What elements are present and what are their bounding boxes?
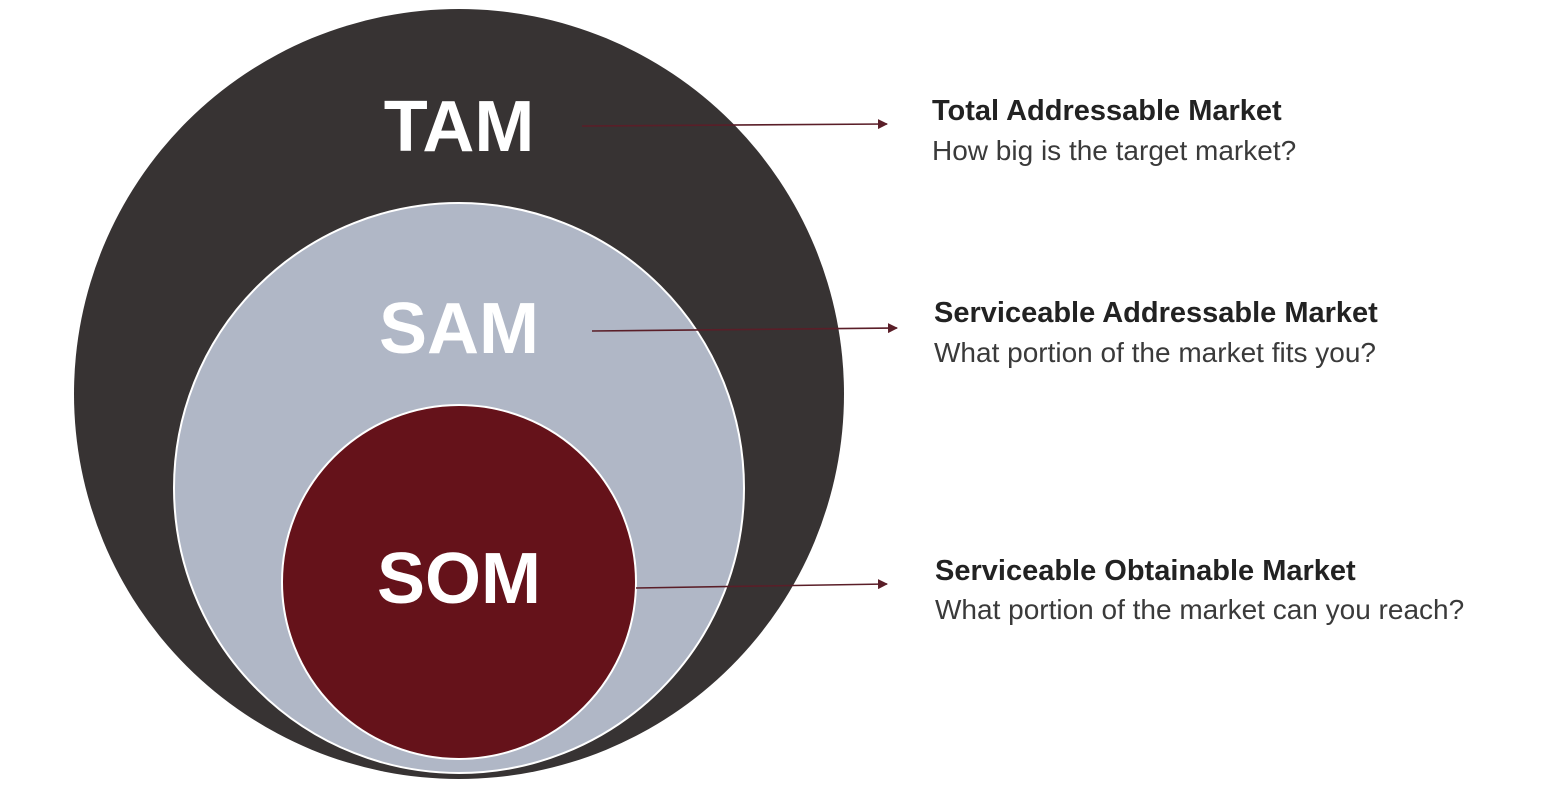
tam-label: Total Addressable Market How big is the … — [932, 95, 1296, 166]
tam-title: Total Addressable Market — [932, 95, 1282, 127]
tam-arrow — [581, 119, 888, 130]
sam-label: Serviceable Addressable Market What port… — [934, 297, 1378, 368]
som-circle — [281, 404, 637, 760]
sam-abbr: SAM — [379, 289, 539, 369]
tam-abbr: TAM — [384, 87, 535, 167]
sam-description: What portion of the market fits you? — [934, 337, 1376, 368]
som-title: Serviceable Obtainable Market — [935, 555, 1356, 587]
som-label: Serviceable Obtainable Market What porti… — [935, 555, 1464, 625]
som-arrow — [635, 579, 888, 590]
tam-description: How big is the target market? — [932, 135, 1296, 166]
som-description: What portion of the market can you reach… — [935, 594, 1464, 625]
sam-arrow — [591, 323, 898, 334]
sam-title: Serviceable Addressable Market — [934, 297, 1378, 329]
som-abbr: SOM — [377, 539, 541, 619]
